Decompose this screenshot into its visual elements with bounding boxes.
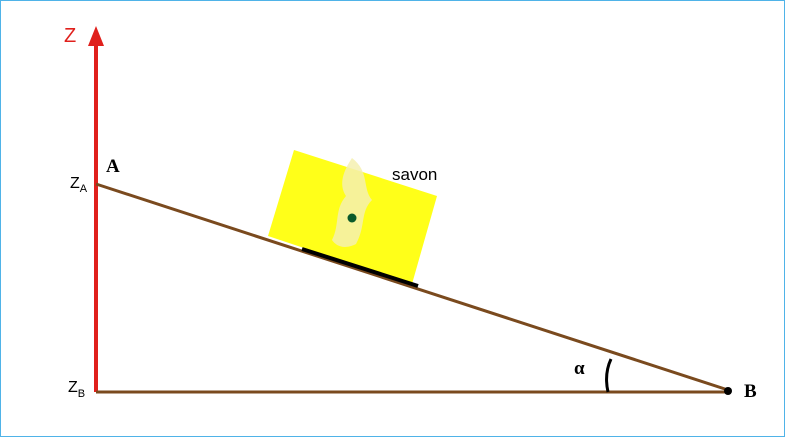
soap-highlight [332,158,372,247]
z-b-label: ZB [68,379,85,400]
center-of-mass-dot [347,213,357,223]
contact-surface [301,247,419,288]
z-a-label: ZA [70,175,88,195]
z-axis-label: Z [64,25,76,47]
point-b-label: B [744,381,757,402]
angle-label: α [574,358,585,379]
incline-line [95,182,729,392]
z-axis-arrowhead [88,26,104,46]
point-a-label: A [106,156,120,177]
point-b-dot [724,387,732,395]
soap-label: savon [392,165,437,184]
angle-arc [605,358,613,393]
